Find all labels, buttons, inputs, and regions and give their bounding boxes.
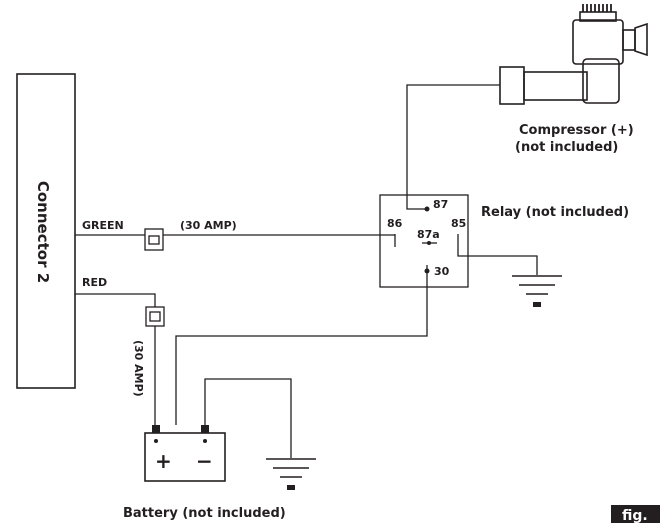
red-wire-label: RED: [82, 276, 107, 289]
relay-ground: [457, 247, 562, 307]
battery-plus-sign: +: [155, 449, 172, 473]
red-fuse-rating: (30 AMP): [132, 340, 145, 397]
relay: 87 86 87a 85 30 Relay (not included): [379, 194, 629, 288]
figure-tag: fig.: [611, 505, 660, 523]
green-fuse-icon: [144, 228, 164, 251]
red-wire: RED (30 AMP): [75, 276, 156, 425]
compressor-label-line1: Compressor (+): [519, 123, 634, 138]
compressor-label-line2: (not included): [515, 140, 618, 155]
relay-body: [379, 194, 469, 288]
figure-tag-text: fig.: [622, 508, 648, 523]
relay-pin-85: 85: [451, 217, 466, 230]
relay-label: Relay (not included): [481, 205, 629, 220]
green-wire-label: GREEN: [82, 219, 124, 232]
red-fuse-icon: [145, 306, 165, 327]
battery-negative-terminal: [201, 425, 209, 433]
connector-label: Connector 2: [34, 181, 52, 283]
battery-positive-terminal: [152, 425, 160, 433]
battery-ground: [204, 378, 316, 490]
relay-pin-30: 30: [434, 265, 450, 278]
relay-30-wire: [175, 278, 428, 425]
battery-icon: + −: [144, 425, 226, 482]
green-fuse-rating: (30 AMP): [180, 219, 237, 232]
green-wire: GREEN (30 AMP): [75, 219, 395, 236]
battery-minus-sign: −: [196, 449, 213, 473]
relay-pin-87: 87: [433, 198, 448, 211]
connector-block: Connector 2: [16, 73, 76, 389]
compressor-icon: [499, 4, 648, 105]
battery-label: Battery (not included): [123, 506, 286, 521]
compressor-wire: [406, 84, 500, 210]
relay-pin-87a: 87a: [417, 228, 440, 241]
relay-pin-86: 86: [387, 217, 403, 230]
